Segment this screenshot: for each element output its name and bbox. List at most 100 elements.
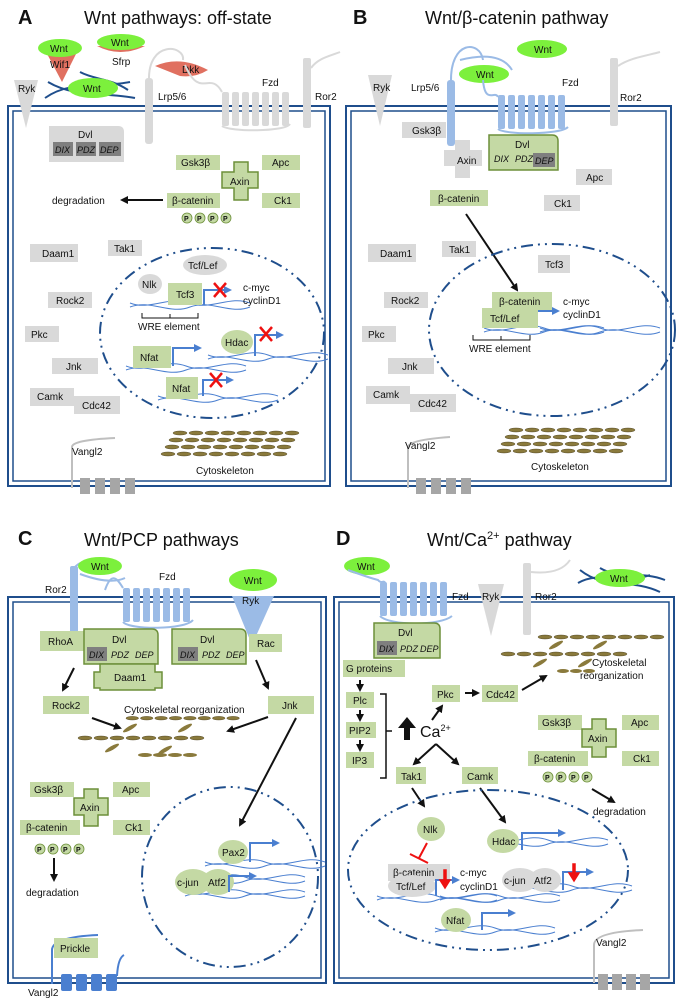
blocked-x-icon <box>259 326 273 342</box>
axin-label: Axin <box>457 156 476 167</box>
tak1-box: Tak1 <box>114 244 136 255</box>
beta-catenin-box: β-catenin <box>438 194 479 205</box>
degradation-label: degradation <box>26 888 79 899</box>
ryk-label: Ryk <box>482 592 500 603</box>
cdc42-box: Cdc42 <box>486 690 515 701</box>
nucleus <box>99 247 325 419</box>
panel-letter: B <box>353 7 367 29</box>
gsk3b-box: Gsk3β <box>34 785 63 796</box>
pdz-domain: PDZ <box>515 154 534 164</box>
pdz-domain: PDZ <box>111 650 130 660</box>
pax2-label: Pax2 <box>222 848 245 859</box>
apc-box: Apc <box>122 785 139 796</box>
lrp-label: Lrp5/6 <box>411 83 440 94</box>
apc-box: Apc <box>586 173 603 184</box>
ryk-receptor <box>14 80 38 128</box>
tcf-lef-label: Tcf/Lef <box>188 261 218 272</box>
panel-letter: D <box>336 528 350 550</box>
pip2-box: PIP2 <box>349 726 371 737</box>
dep-domain: DEP <box>135 650 154 660</box>
nlk-label: Nlk <box>142 280 157 291</box>
cdc42-box: Cdc42 <box>82 401 111 412</box>
wnt-ligand <box>97 34 145 50</box>
ror2-label: Ror2 <box>535 592 557 603</box>
jnk-box: Jnk <box>402 362 419 373</box>
panel-b: B Wnt/β-catenin pathway Ryk Wnt Lrp5/6 W… <box>345 7 676 494</box>
beta-catenin-box: β-catenin <box>393 868 434 879</box>
wnt-ligand <box>344 557 390 575</box>
ryk-receptor <box>232 596 274 645</box>
dep-domain: DEP <box>226 650 245 660</box>
ip3-box: IP3 <box>352 756 367 767</box>
c-jun-label: c-jun <box>177 878 199 889</box>
vangl2-receptor <box>61 974 117 991</box>
wnt-label: Wnt <box>91 562 109 573</box>
ror2-receptor <box>303 58 311 128</box>
cyclind1-label: cyclinD1 <box>243 296 281 307</box>
downregulation-arrow-icon <box>567 863 581 883</box>
wnt-ligand <box>459 65 509 83</box>
plc-box: Plc <box>353 696 367 707</box>
increase-arrow-icon <box>398 717 416 740</box>
ryk-label: Ryk <box>242 596 260 607</box>
ck1-box: Ck1 <box>274 196 292 207</box>
wnt-label: Wnt <box>244 576 262 587</box>
dvl-label: Dvl <box>200 635 214 646</box>
vangl2-label: Vangl2 <box>28 988 59 999</box>
svg-text:P: P <box>571 775 576 782</box>
svg-text:Ca2+: Ca2+ <box>420 723 451 741</box>
pdz-domain: PDZ <box>400 644 419 654</box>
ck1-box: Ck1 <box>633 754 651 765</box>
wnt-label: Wnt <box>534 45 552 56</box>
ck1-box: Ck1 <box>554 199 572 210</box>
ror2-receptor <box>610 58 618 126</box>
camk-box: Camk <box>37 392 64 403</box>
hdac-label: Hdac <box>225 338 248 349</box>
cell-membrane-inner <box>12 110 326 482</box>
rock2-box: Rock2 <box>56 296 85 307</box>
dvl-label: Dvl <box>398 628 412 639</box>
cytoskeleton-filaments <box>160 430 300 457</box>
panel-title: Wnt pathways: off-state <box>84 8 272 28</box>
vangl2-receptor <box>416 478 471 494</box>
panel-title: Wnt/β-catenin pathway <box>425 8 608 28</box>
cytoskeleton-label: Cytoskeleton <box>196 466 254 477</box>
lrp56-receptor <box>145 78 153 144</box>
ck1-box: Ck1 <box>125 823 143 834</box>
svg-text:P: P <box>584 775 589 782</box>
wnt-label: Wnt <box>83 84 101 95</box>
prickle-box: Prickle <box>60 944 90 955</box>
axin-label: Axin <box>230 177 249 188</box>
wnt-ligand <box>595 569 645 587</box>
ror2-label: Ror2 <box>620 93 642 104</box>
wre-element-label: WRE element <box>469 344 531 355</box>
nfat-label: Nfat <box>446 916 465 927</box>
svg-text:P: P <box>210 216 215 223</box>
rock2-box: Rock2 <box>52 701 81 712</box>
pdz-domain: PDZ <box>202 650 221 660</box>
daam1-box: Daam1 <box>42 249 75 260</box>
ror2-receptor <box>70 566 78 634</box>
ryk-label: Ryk <box>373 83 391 94</box>
wre-element-label: WRE element <box>138 322 200 333</box>
sfrp-label: Sfrp <box>112 57 131 68</box>
tcf3-box: Tcf3 <box>176 290 195 301</box>
jnk-box: Jnk <box>282 701 299 712</box>
wif1-shape <box>45 50 78 82</box>
wnt-label: Wnt <box>357 562 375 573</box>
cdc42-box: Cdc42 <box>418 399 447 410</box>
daam1-box: Daam1 <box>380 249 413 260</box>
dep-domain: DEP <box>100 145 119 155</box>
dkk-shape <box>155 61 208 77</box>
reorganization-label: reorganization <box>580 671 643 682</box>
nucleus <box>428 243 676 417</box>
tak1-box: Tak1 <box>401 772 423 783</box>
dvl-label: Dvl <box>515 140 529 151</box>
svg-text:P: P <box>545 775 550 782</box>
c-myc-label: c-myc <box>243 283 270 294</box>
wnt-label: Wnt <box>111 38 129 49</box>
cyclind1-label: cyclinD1 <box>460 882 498 893</box>
